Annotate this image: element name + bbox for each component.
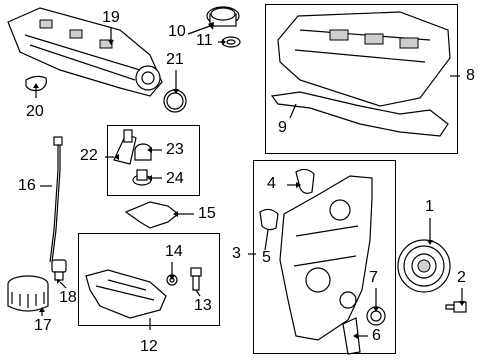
callout-3: 3 xyxy=(232,245,241,262)
callout-17: 17 xyxy=(34,317,52,334)
callout-1: 1 xyxy=(425,198,434,215)
crankshaft-pulley xyxy=(397,239,451,293)
callout-14: 14 xyxy=(165,243,183,260)
cap-seal xyxy=(221,36,241,48)
drain-plug xyxy=(51,259,67,281)
leader-arrowheads xyxy=(33,22,465,339)
callout-8: 8 xyxy=(466,67,475,84)
callout-16: 16 xyxy=(18,177,36,194)
valve-cover-group-box xyxy=(265,4,458,154)
callout-21: 21 xyxy=(166,51,184,68)
oil-filler-cap xyxy=(206,6,240,27)
callout-12: 12 xyxy=(140,338,158,355)
callout-2: 2 xyxy=(457,269,466,286)
oil-pan xyxy=(85,269,167,319)
cover-gasket xyxy=(295,168,315,194)
callout-15: 15 xyxy=(198,205,216,222)
bracket-group-box xyxy=(107,125,200,196)
callout-10: 10 xyxy=(168,23,186,40)
o-ring xyxy=(163,89,187,113)
callout-7: 7 xyxy=(369,269,378,286)
chain-guide xyxy=(342,317,361,355)
callout-13: 13 xyxy=(194,297,212,314)
callout-22: 22 xyxy=(80,147,98,164)
bracket-assembly xyxy=(113,129,152,186)
dipstick xyxy=(49,136,63,263)
cover-seal xyxy=(259,208,279,231)
callout-6: 6 xyxy=(372,327,381,344)
callout-5: 5 xyxy=(262,249,271,266)
callout-9: 9 xyxy=(278,119,287,136)
callout-19: 19 xyxy=(102,9,120,26)
valve-cover xyxy=(277,11,451,107)
pan-bolt xyxy=(190,267,202,291)
callout-24: 24 xyxy=(166,170,184,187)
oil-pan-group-box xyxy=(78,233,220,326)
valve-cover-gasket xyxy=(270,91,449,137)
callout-18: 18 xyxy=(59,289,77,306)
heat-shield xyxy=(124,201,179,229)
intake-manifold xyxy=(7,7,163,97)
oil-filter xyxy=(7,275,49,312)
pulley-bolt xyxy=(445,301,467,313)
callout-11: 11 xyxy=(196,32,213,49)
front-seal xyxy=(366,306,386,326)
callout-4: 4 xyxy=(267,175,276,192)
callout-23: 23 xyxy=(166,141,184,158)
timing-cover-group-box xyxy=(253,160,396,354)
timing-chain-cover xyxy=(279,175,373,341)
leader-lines xyxy=(35,25,463,337)
callout-20: 20 xyxy=(26,103,44,120)
